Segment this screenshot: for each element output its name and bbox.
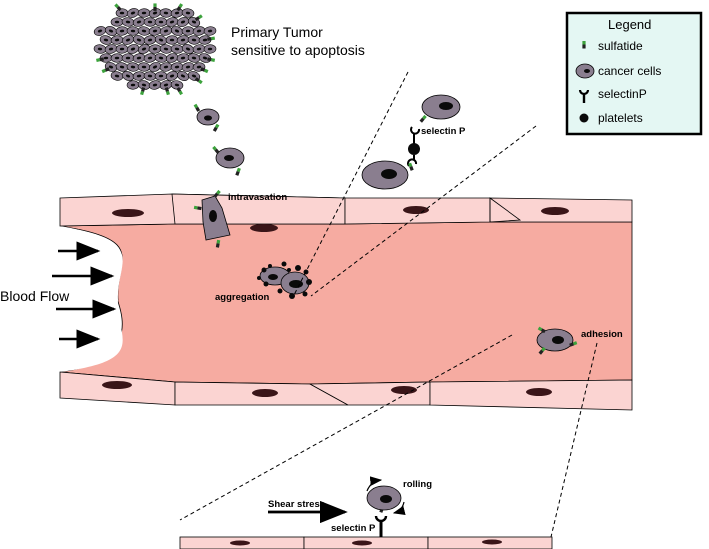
tumor-cell (143, 35, 157, 45)
tumor-cell (176, 17, 190, 27)
platelet-icon (579, 113, 589, 123)
tumor-cell (176, 71, 190, 81)
tumor-cell (203, 26, 217, 36)
tumor-cell (170, 44, 184, 54)
legend: Legend sulfatide cancer cells selectinP … (565, 11, 703, 136)
tumor-cell (181, 44, 195, 54)
tumor-cell (159, 62, 173, 72)
blood-flow-notch (60, 226, 123, 372)
selectin-p-zoom-top (292, 71, 537, 298)
tumor-cell (126, 80, 140, 90)
tumor-cell (110, 71, 124, 81)
tumor-cell (126, 62, 140, 72)
tumor-cell (192, 44, 206, 54)
tumor-cell (132, 53, 146, 63)
sulfatide-icon (582, 41, 586, 49)
legend-title: Legend (608, 17, 651, 32)
tumor-cell (143, 53, 157, 63)
rolling-label: rolling (403, 479, 432, 490)
tumor-cell (115, 44, 129, 54)
primary-tumor-label-line1: Primary Tumor (231, 24, 323, 40)
vessel-lumen (59, 221, 633, 385)
tumor-cell (148, 26, 162, 36)
tumor-cell (115, 8, 129, 18)
tumor-cell (170, 62, 184, 72)
legend-item-selectin-p: selectinP (598, 87, 647, 101)
primary-tumor-label-line2: sensitive to apoptosis (231, 42, 365, 58)
tumor-cell (126, 26, 140, 36)
aggregation-label: aggregation (215, 292, 270, 303)
tumor-cell (159, 8, 173, 18)
tumor-cell (137, 26, 151, 36)
tumor-cell (170, 26, 184, 36)
tumor-cell (176, 53, 190, 63)
tumor-cell (115, 26, 129, 36)
tumor-cell (170, 80, 184, 90)
tumor-cell (137, 8, 151, 18)
migrating-cancer-cell-1 (193, 103, 220, 132)
tumor-cell (165, 53, 179, 63)
tumor-cell (121, 17, 135, 27)
blood-vessel (59, 193, 633, 411)
tumor-cell (126, 44, 140, 54)
selectin-p-bottom-label: selectin P (331, 523, 376, 534)
tumor-cell (132, 17, 146, 27)
tumor-cell (154, 71, 168, 81)
tumor-cell (110, 17, 124, 27)
tumor-cell (165, 35, 179, 45)
tumor-cell (93, 26, 107, 36)
tumor-cell (132, 71, 146, 81)
tumor-cell (181, 8, 195, 18)
tumor-cell (154, 53, 168, 63)
tumor-cell (187, 35, 201, 45)
legend-item-platelets: platelets (598, 111, 643, 125)
tumor-cell (148, 62, 162, 72)
tumor-cell (148, 80, 162, 90)
rolling-inset (179, 476, 553, 549)
selectin-p-top-label: selectin P (421, 126, 466, 137)
tumor-cell (148, 44, 162, 54)
vessel-wall-bottom-nuclei (102, 381, 552, 397)
tumor-cell (187, 53, 201, 63)
tumor-cell (203, 44, 217, 54)
blood-flow-label: Blood Flow (0, 288, 70, 304)
legend-item-sulfatide: sulfatide (598, 39, 643, 53)
cancer-cell-icon (575, 63, 595, 79)
tumor-cell (121, 53, 135, 63)
tumor-cell (137, 44, 151, 54)
rolling-zoom-lines (179, 334, 598, 538)
selectin-p-icon (578, 89, 590, 103)
tumor-cell (159, 44, 173, 54)
legend-item-cancer-cells: cancer cells (598, 64, 661, 78)
tumor-cell (148, 8, 162, 18)
tumor-cell (165, 17, 179, 27)
tumor-cell (110, 53, 124, 63)
intravasation-label: intravasation (228, 192, 287, 203)
adhesion-cancer-cell (536, 326, 578, 355)
tumor-cell (93, 44, 107, 54)
tumor-cell (181, 26, 195, 36)
intravasating-cancer-cell (193, 189, 231, 248)
tumor-cell (137, 62, 151, 72)
tumor-cell (159, 26, 173, 36)
shear-stress-label: Shear stress (268, 499, 325, 510)
tumor-cell (143, 17, 157, 27)
tumor-cell (143, 71, 157, 81)
migrating-cancer-cell-2 (212, 145, 245, 176)
tumor-cell (110, 35, 124, 45)
primary-tumor-cluster (93, 3, 217, 96)
tumor-cell (170, 8, 184, 18)
tumor-cell (154, 17, 168, 27)
blood-flow-arrows (52, 241, 117, 349)
adhesion-label: adhesion (581, 329, 623, 340)
